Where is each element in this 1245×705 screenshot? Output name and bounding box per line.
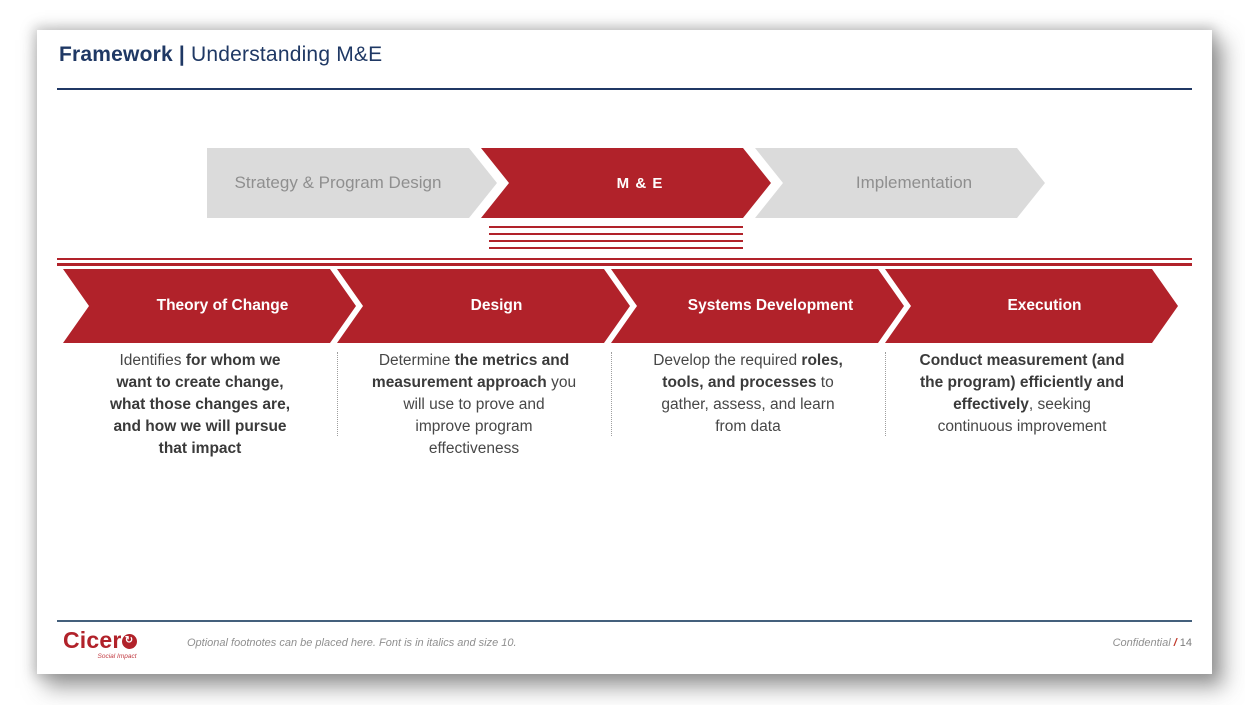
phase-label: Systems Development	[687, 297, 854, 314]
phase-label: Theory of Change	[156, 297, 289, 314]
footnote-text: Optional footnotes can be placed here. F…	[187, 637, 517, 649]
cicero-logo-word: Cicer↻	[63, 629, 137, 652]
stage-label: Implementation	[855, 173, 973, 192]
phase-label: Design	[470, 297, 523, 314]
stage-label: Strategy & Program Design	[234, 173, 442, 192]
column-divider	[611, 352, 612, 436]
cicero-logo-tagline: Social Impact	[97, 653, 137, 660]
process-stage-me-active: M & E	[481, 148, 771, 218]
process-stage-strategy-program-design: Strategy & Program Design	[207, 148, 497, 218]
main-red-rule	[57, 258, 1192, 266]
page-separator: /	[1173, 637, 1177, 649]
confidential-page-indicator: Confidential/14	[1113, 637, 1192, 649]
cicero-logo: Cicer↻ Social Impact	[63, 629, 137, 660]
page-number: 14	[1179, 637, 1192, 649]
phase-description-theory-of-change: Identifies for whom we want to create ch…	[109, 352, 291, 457]
phase-description-systems-development: Develop the required roles, tools, and p…	[653, 352, 843, 435]
connector-line	[489, 240, 743, 242]
me-connector-lines	[489, 226, 743, 254]
phase-description-execution: Conduct measurement (and the program) ef…	[919, 352, 1125, 435]
logo-swirl-icon: ↻	[121, 634, 137, 649]
page-title: Framework | Understanding M&E	[59, 43, 383, 66]
phase-chevron-theory-of-change: Theory of Change	[63, 269, 356, 343]
connector-line	[489, 247, 743, 249]
connector-line	[489, 226, 743, 228]
phase-chevron-execution: Execution	[885, 269, 1178, 343]
stage-label: M & E	[616, 174, 664, 192]
column-divider	[337, 352, 338, 436]
confidential-label: Confidential	[1112, 637, 1171, 649]
process-stage-implementation: Implementation	[755, 148, 1045, 218]
phase-chevron-design: Design	[337, 269, 630, 343]
column-divider	[885, 352, 886, 436]
slide: Framework | Understanding M&E Strategy &…	[37, 30, 1212, 674]
phase-label: Execution	[1007, 297, 1082, 314]
title-divider-rule	[57, 88, 1192, 90]
connector-line	[489, 233, 743, 235]
phase-description-design: Determine the metrics and measurement ap…	[371, 352, 577, 457]
phase-chevron-systems-development: Systems Development	[611, 269, 904, 343]
footer-divider-rule	[57, 620, 1192, 622]
